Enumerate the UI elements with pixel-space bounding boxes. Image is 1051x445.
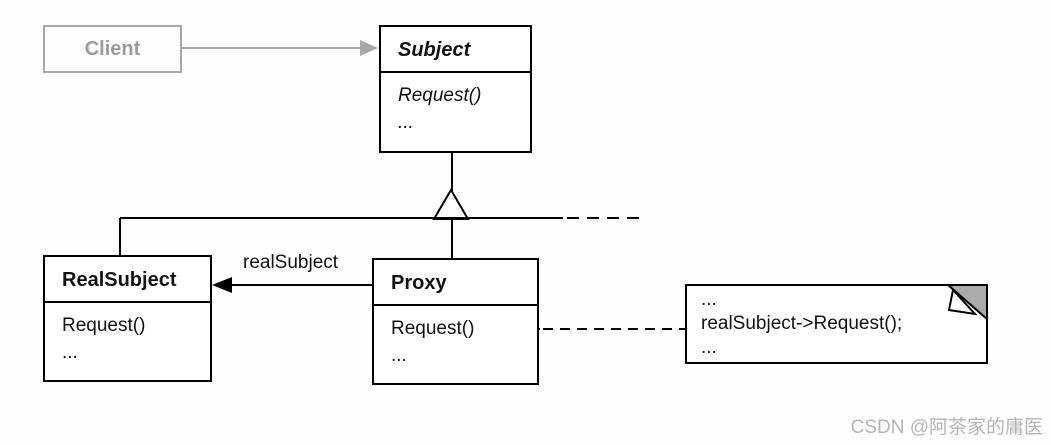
method-request: Request() xyxy=(398,85,482,106)
note-line-code: realSubject->Request(); xyxy=(701,313,903,334)
class-name-client: Client xyxy=(84,38,141,60)
client-subject-arrowhead-icon xyxy=(360,40,378,56)
class-box-realsubject: RealSubject Request() ... xyxy=(43,255,212,382)
csdn-watermark: CSDN @阿茶家的庸医 xyxy=(850,417,1043,438)
inheritance-triangle-icon xyxy=(432,188,470,220)
class-box-subject: Subject Request() ... xyxy=(379,25,532,153)
class-body-subject: Request() ... xyxy=(381,73,530,136)
method-ellipsis: ... xyxy=(62,342,78,363)
code-note: ... realSubject->Request(); ... xyxy=(685,284,988,364)
class-name-proxy: Proxy xyxy=(374,260,537,306)
note-line-ellipsis-top: ... xyxy=(701,289,717,310)
note-dogear-icon xyxy=(945,284,988,322)
method-request: Request() xyxy=(62,315,146,336)
class-name-subject: Subject xyxy=(381,27,530,73)
proxy-realsubject-arrowhead-icon xyxy=(212,277,232,293)
method-ellipsis: ... xyxy=(391,345,407,366)
class-body-proxy: Request() ... xyxy=(374,306,537,369)
class-name-realsubject: RealSubject xyxy=(45,257,210,303)
method-request: Request() xyxy=(391,318,475,339)
association-label-realsubject: realSubject xyxy=(243,252,339,273)
note-text: ... realSubject->Request(); ... xyxy=(687,286,986,360)
note-line-ellipsis-bottom: ... xyxy=(701,337,717,358)
class-box-client: Client xyxy=(43,25,182,73)
method-ellipsis: ... xyxy=(398,112,414,133)
class-box-proxy: Proxy Request() ... xyxy=(372,258,539,385)
class-body-realsubject: Request() ... xyxy=(45,303,210,366)
